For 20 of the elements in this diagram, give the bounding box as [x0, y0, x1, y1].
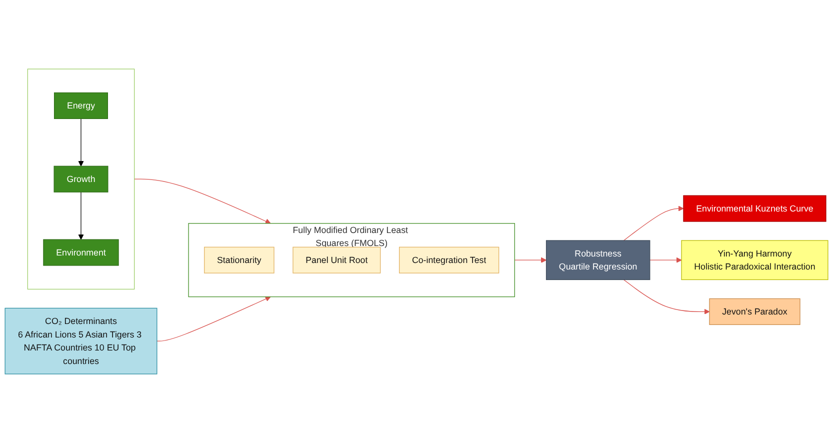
arrow: [650, 257, 682, 263]
arrow: [623, 279, 710, 314]
cluster: [27, 68, 135, 290]
node-box: Panel Unit Root: [292, 246, 381, 274]
node-box: Energy: [54, 92, 108, 119]
node-box: CO₂ Determinants 6 African Lions 5 Asian Tigers 3 NAFTA Countries 10 EU Top countries: [4, 308, 158, 374]
node-box: Jevon's Paradox: [709, 298, 800, 325]
node-box: Stationarity: [204, 246, 274, 274]
arrow: [156, 296, 271, 342]
node-box: Co-integration Test: [399, 246, 500, 274]
node-box: Growth: [54, 166, 108, 192]
node-box: Environmental Kuznets Curve: [683, 195, 826, 222]
arrow: [134, 178, 271, 224]
arrow: [78, 118, 84, 166]
node-box: Robustness Quartile Regression: [546, 240, 650, 280]
node-box: Environment: [43, 239, 119, 266]
arrow: [78, 192, 84, 240]
arrow: [623, 206, 684, 241]
arrow: [514, 257, 547, 263]
node-box: Yin-Yang Harmony Holistic Paradoxical Interaction: [681, 240, 828, 280]
